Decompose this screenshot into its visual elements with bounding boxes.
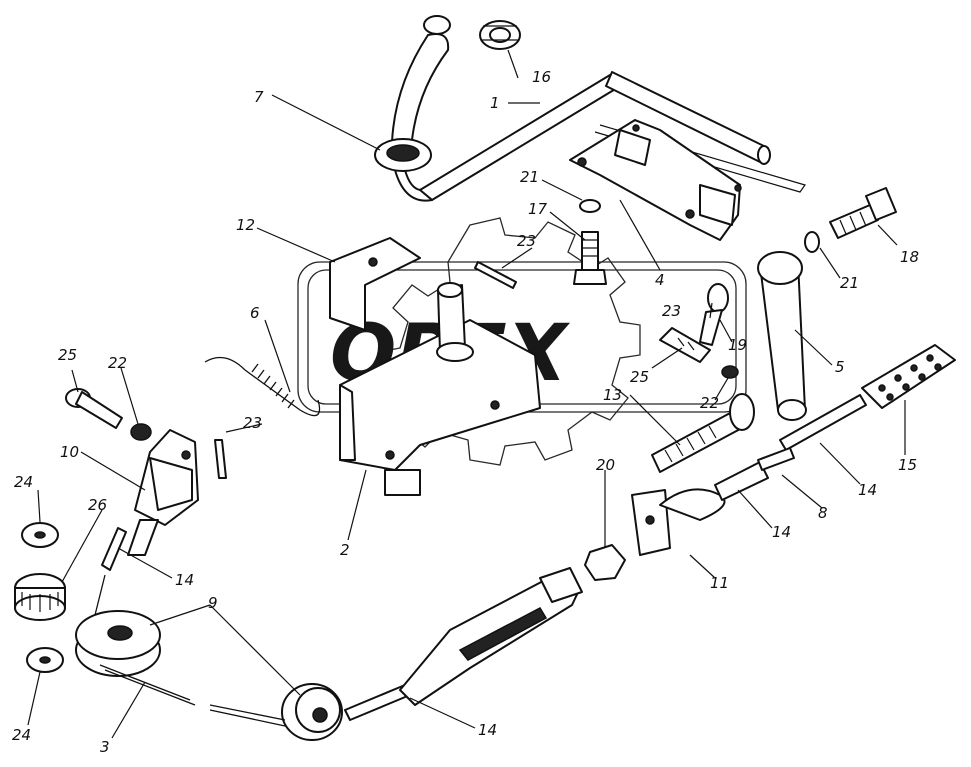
callout-24b: 24 — [12, 726, 31, 744]
part-nut-22b — [721, 365, 739, 379]
callout-14a: 14 — [175, 571, 194, 589]
part-link-19 — [699, 283, 729, 346]
callout-21a: 21 — [520, 168, 539, 186]
callout-14c: 14 — [858, 481, 877, 499]
part-nut-22a — [130, 423, 152, 441]
part-lever-5 — [757, 251, 807, 421]
part-bolt-18 — [829, 187, 897, 239]
part-spring-6 — [204, 356, 321, 417]
leader-lines — [27, 49, 906, 739]
callout-19: 19 — [728, 336, 747, 354]
callout-14b: 14 — [772, 523, 791, 541]
callout-13: 13 — [603, 386, 622, 404]
part-gear-lever — [374, 15, 451, 172]
callout-9: 9 — [208, 594, 218, 612]
callout-26: 26 — [88, 496, 107, 514]
part-nut-20 — [584, 544, 626, 581]
callout-3: 3 — [100, 738, 110, 756]
callout-11: 11 — [710, 574, 729, 592]
callout-23b: 23 — [662, 302, 681, 320]
callout-17: 17 — [528, 200, 548, 218]
callout-15: 15 — [898, 456, 917, 474]
part-bolt-25a — [65, 388, 123, 429]
part-cable-3 — [99, 664, 196, 706]
part-bracket — [569, 119, 742, 241]
part-bolt-25b — [659, 327, 711, 363]
callout-7: 7 — [254, 88, 264, 106]
callout-8: 8 — [818, 504, 828, 522]
part-clevis-10 — [127, 429, 199, 556]
part-washer-21b — [804, 231, 820, 253]
callout-25a: 25 — [58, 346, 77, 364]
part-bolt-17 — [573, 231, 607, 285]
part-adjuster-11 — [631, 447, 795, 556]
part-washer-21a — [579, 199, 601, 213]
callout-21b: 21 — [840, 274, 859, 292]
callout-22a: 22 — [108, 354, 127, 372]
callout-22b: 22 — [700, 394, 719, 412]
part-pulley-9b — [281, 683, 343, 741]
callout-4: 4 — [655, 271, 665, 289]
callout-6: 6 — [250, 304, 260, 322]
part-shift-rod — [394, 71, 771, 202]
part-mounting-bracket-2 — [339, 282, 541, 496]
callout-labels: 1 2 3 4 5 6 7 8 9 10 11 12 13 14 14 14 1… — [12, 68, 919, 756]
part-plate-12 — [329, 237, 421, 331]
callout-10: 10 — [60, 443, 79, 461]
callout-24a: 24 — [14, 473, 33, 491]
callout-5: 5 — [835, 358, 845, 376]
callout-20: 20 — [596, 456, 615, 474]
callout-25b: 25 — [630, 368, 649, 386]
callout-23a: 23 — [517, 232, 536, 250]
part-bolt-13 — [651, 393, 755, 473]
part-pin-23b — [214, 439, 227, 479]
part-pulley-9a — [75, 610, 161, 677]
callout-12: 12 — [236, 216, 255, 234]
callout-16: 16 — [532, 68, 551, 86]
part-rod-14a — [101, 527, 127, 571]
part-nut-26 — [14, 573, 66, 621]
callout-2: 2 — [340, 541, 350, 559]
callout-14d: 14 — [478, 721, 497, 739]
callout-18: 18 — [900, 248, 919, 266]
part-pin-23a — [474, 261, 517, 289]
part-tension-link — [399, 567, 583, 706]
part-fork-15 — [779, 344, 956, 451]
part-nut-16 — [479, 20, 521, 50]
callout-1: 1 — [490, 94, 500, 112]
callout-23c: 23 — [243, 414, 262, 432]
